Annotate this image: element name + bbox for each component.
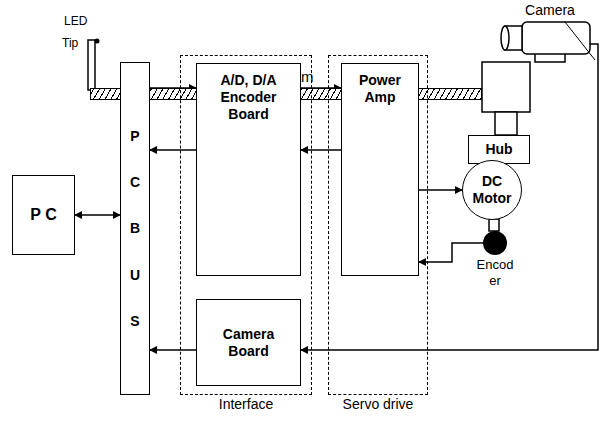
node-text: Camera: [525, 2, 575, 19]
node-text: P C B U S: [128, 113, 142, 344]
node-text: Power Amp: [350, 72, 410, 106]
node-text: Interface: [219, 396, 273, 413]
encoder-shaft: [489, 219, 499, 231]
camera-body: [522, 22, 590, 54]
node-solid: Camera Board: [196, 299, 301, 386]
signal-connector: [301, 149, 341, 151]
node-solid: P C B U S: [120, 62, 150, 395]
camera-cable: [565, 22, 595, 60]
node-text: Hub: [485, 141, 512, 158]
signal-connector: [419, 189, 462, 191]
node-blackdot: Encod er: [483, 231, 507, 255]
node-text: Encod er: [477, 257, 514, 288]
node-text: P C: [30, 205, 56, 224]
node-round: DC Motor: [462, 160, 522, 220]
node-text: A/D, D/A Encoder Board: [209, 72, 289, 122]
node-dashed: Servo drivePower Amp: [328, 55, 428, 395]
node-solid: Hub: [468, 135, 530, 164]
node-solid: A/D, D/A Encoder Board: [196, 63, 301, 276]
node-text: Servo drive: [343, 396, 414, 413]
signal-connector: [75, 214, 120, 216]
part-label: LED: [64, 14, 87, 28]
node-dashed: InterfaceA/D, D/A Encoder BoardCamera Bo…: [180, 55, 312, 395]
lens-front: [501, 26, 509, 50]
led-dot: [95, 39, 100, 44]
node-text: DC Motor: [470, 173, 514, 207]
node-bare: Camera: [510, 22, 590, 54]
node-solid: Power Amp: [341, 63, 419, 276]
part-label: Tip: [62, 36, 78, 50]
signal-connector: [150, 349, 196, 351]
node-text: Camera Board: [209, 326, 289, 360]
camera-holder: [482, 62, 530, 112]
holder-neck: [495, 112, 517, 135]
signal-connector: [419, 243, 483, 262]
node-solid: P C: [12, 175, 75, 255]
beam-tip: [88, 40, 95, 90]
signal-connector: [150, 149, 196, 151]
